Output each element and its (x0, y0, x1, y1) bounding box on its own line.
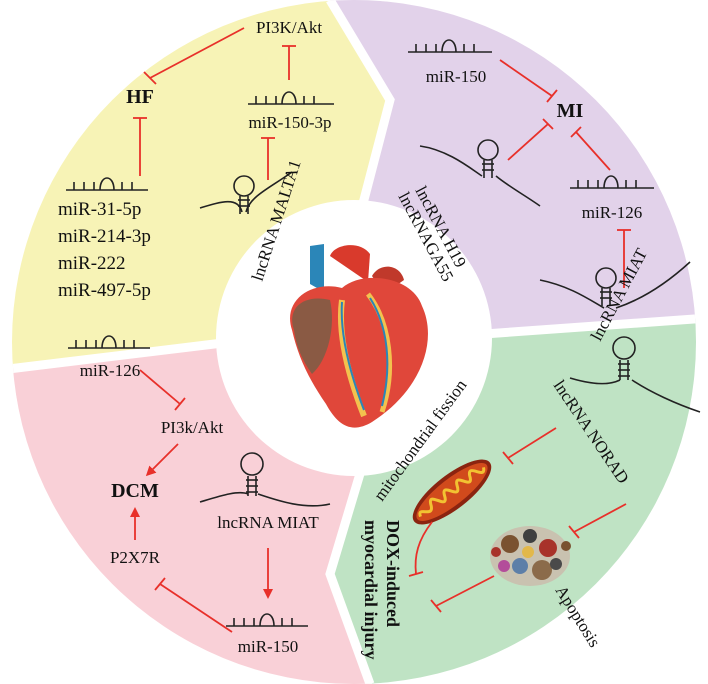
dcm-pi3k-akt: PI3k/Akt (161, 418, 224, 437)
dcm-mir126: miR-126 (80, 361, 140, 380)
dcm-mir150-rna-icon (226, 613, 308, 627)
dcm-mir150: miR-150 (238, 637, 298, 656)
dox-injury-line2: myocardial injury (361, 520, 381, 660)
dcm-title: DCM (111, 480, 159, 502)
dox-injury-line1: DOX-induced (383, 520, 403, 627)
hf-mir-497-5p: miR-497-5p (58, 280, 151, 301)
dox-norad-stem-loop-icon (569, 336, 701, 413)
mir126-inhibits-pi3k (139, 369, 181, 405)
dcm-p2x7r: P2X7R (110, 548, 161, 567)
heart-icon (290, 244, 428, 428)
norad-inhibits-fission (507, 427, 557, 459)
mir150-3p-rna-icon (248, 91, 334, 105)
dcm-miat: lncRNA MIAT (217, 513, 319, 532)
hf-mir-222: miR-222 (58, 253, 126, 274)
apoptotic-cells-icon (490, 526, 571, 586)
mi-mir126-rna-icon (570, 175, 654, 189)
stem-loop-icon (199, 171, 293, 214)
dcm-miat-stem-loop-icon (199, 452, 331, 507)
hf-title: HF (126, 86, 154, 108)
mi-mir126: miR-126 (582, 203, 642, 222)
pi3k-activates-dcm (145, 443, 179, 477)
pi3k-inhibits-hf (149, 27, 245, 79)
hf-mir-214-3p: miR-214-3p (58, 226, 151, 247)
mir126-inhibits-mi (575, 131, 611, 171)
h19-inhibits-mi (507, 123, 549, 161)
hf-pi3k-akt: PI3K/Akt (256, 18, 322, 37)
fission-causes-injury (414, 521, 433, 575)
hf-mir-31-5p: miR-31-5p (58, 199, 141, 220)
mitochondrion-icon (412, 459, 492, 525)
mir150-inhibits-p2x7r (159, 583, 233, 633)
mir150-inhibits-mi (499, 59, 553, 97)
mi-mir150-rna-icon (408, 39, 492, 53)
norad-inhibits-apoptosis (573, 503, 627, 533)
hf-mir150-3p: miR-150-3p (248, 113, 331, 132)
mi-mir150: miR-150 (426, 67, 486, 86)
mi-title: MI (557, 100, 584, 122)
mi-miat-stem-loop-icon (539, 261, 691, 309)
mir-cluster-rna-icon (66, 177, 148, 191)
apoptosis-causes-injury (435, 575, 495, 607)
mi-h19-stem-loop-icon (419, 139, 541, 207)
dcm-mir126-rna-icon (68, 335, 150, 349)
